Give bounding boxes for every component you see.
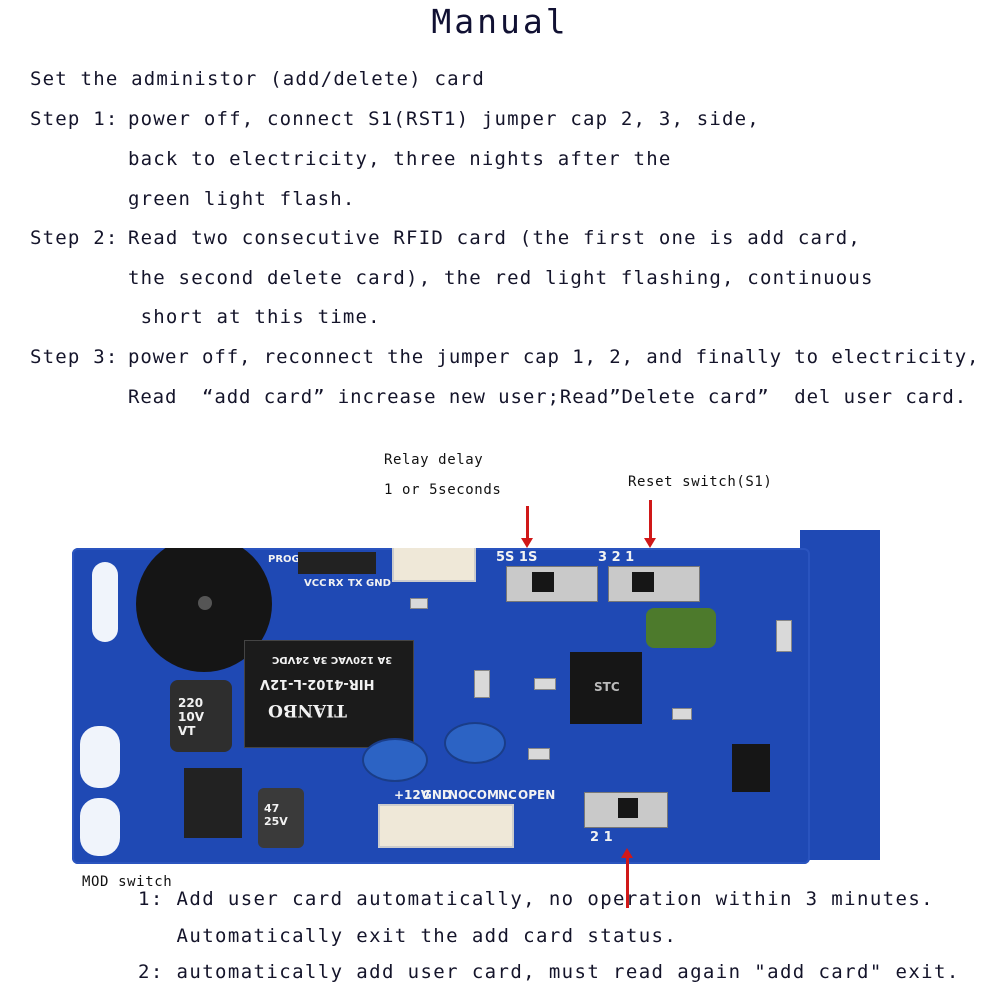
mount-slot: [80, 726, 120, 788]
pin-rx: RX: [328, 578, 344, 589]
prog-label: PROG: [268, 554, 300, 565]
smd-resistor: [672, 708, 692, 720]
mcu-chip: [570, 652, 642, 724]
step3-line2: Read “add card” increase new user;Read”D…: [128, 386, 968, 408]
reset-switch-label: Reset switch(S1): [628, 474, 773, 490]
mod-note-1: 1: Add user card automatically, no opera…: [138, 888, 935, 910]
mod-silk: 2 1: [590, 830, 613, 845]
step2-line2: the second delete card), the red light f…: [128, 267, 874, 289]
delay-switch-knob: [532, 572, 554, 592]
mod-switch-knob: [618, 798, 638, 818]
intro-text: Set the administor (add/delete) card: [30, 68, 486, 90]
voltage-regulator: [184, 768, 242, 838]
reset-switch-knob: [632, 572, 654, 592]
term-12v: +12V: [394, 788, 431, 802]
relay-delay-arrow: [521, 506, 533, 548]
capacitor-220: [170, 680, 232, 752]
varistor: [362, 738, 428, 782]
term-nc: NC: [498, 788, 517, 802]
step3-line1: power off, reconnect the jumper cap 1, 2…: [128, 346, 980, 368]
pin-tx: TX: [348, 578, 363, 589]
mount-slot: [92, 562, 118, 642]
pin-vcc: VCC: [304, 578, 327, 589]
smd-resistor: [410, 598, 428, 609]
mod-note-2: Automatically exit the add card status.: [138, 925, 678, 947]
reset-switch-arrow: [644, 500, 656, 548]
relay-model: HIR-4102-L-12V: [260, 676, 375, 691]
step3-label: Step 3:: [30, 346, 119, 368]
soic-chip: [732, 744, 770, 792]
step2-label: Step 2:: [30, 227, 119, 249]
mod-switch-label: MOD switch: [82, 874, 173, 890]
term-open: OPEN: [518, 788, 556, 802]
mount-slot: [80, 798, 120, 856]
rst-silk: 3 2 1: [598, 550, 635, 565]
step1-label: Step 1:: [30, 108, 119, 130]
varistor: [444, 722, 506, 764]
relay-delay-value: 1 or 5seconds: [384, 482, 502, 498]
relay-rating: 3A 120VAC 3A 24VDC: [272, 654, 393, 665]
smd-resistor: [528, 748, 550, 760]
term-no: NO: [448, 788, 469, 802]
prog-header: [298, 552, 376, 574]
relay: [244, 640, 414, 748]
film-capacitor: [646, 608, 716, 648]
step1-line2: back to electricity, three nights after …: [128, 148, 672, 170]
step2-line3: short at this time.: [128, 306, 381, 328]
pcb-right-edge: [800, 530, 880, 860]
relay-delay-connector: [392, 548, 476, 582]
pcb-board: PROG VCC RX TX GND 5S 1S 3 2 1 TIANBO HI…: [72, 548, 810, 864]
term-com: COM: [468, 788, 499, 802]
step1-line1: power off, connect S1(RST1) jumper cap 2…: [128, 108, 760, 130]
smd-resistor: [474, 670, 490, 698]
mod-switch-arrow: [621, 848, 633, 908]
relay-brand: TIANBO: [268, 700, 347, 720]
mcu-label: STC: [594, 680, 620, 694]
output-terminal: [378, 804, 514, 848]
mod-note-3: 2: automatically add user card, must rea…: [138, 961, 960, 983]
step1-line3: green light flash.: [128, 188, 356, 210]
term-gnd: GND: [422, 788, 452, 802]
cap-label: 220 10V VT: [178, 696, 204, 738]
capacitor-47: [258, 788, 304, 848]
reset-switch: [608, 566, 700, 602]
smd-diode: [776, 620, 792, 652]
step2-line1: Read two consecutive RFID card (the firs…: [128, 227, 862, 249]
pin-gnd: GND: [366, 578, 391, 589]
s2-silk: 5S 1S: [496, 550, 538, 565]
buzzer-hole: [198, 596, 212, 610]
page-title: Manual: [431, 2, 569, 41]
cap2-label: 47 25V: [264, 802, 288, 828]
relay-delay-label: Relay delay: [384, 452, 484, 468]
smd-resistor: [534, 678, 556, 690]
